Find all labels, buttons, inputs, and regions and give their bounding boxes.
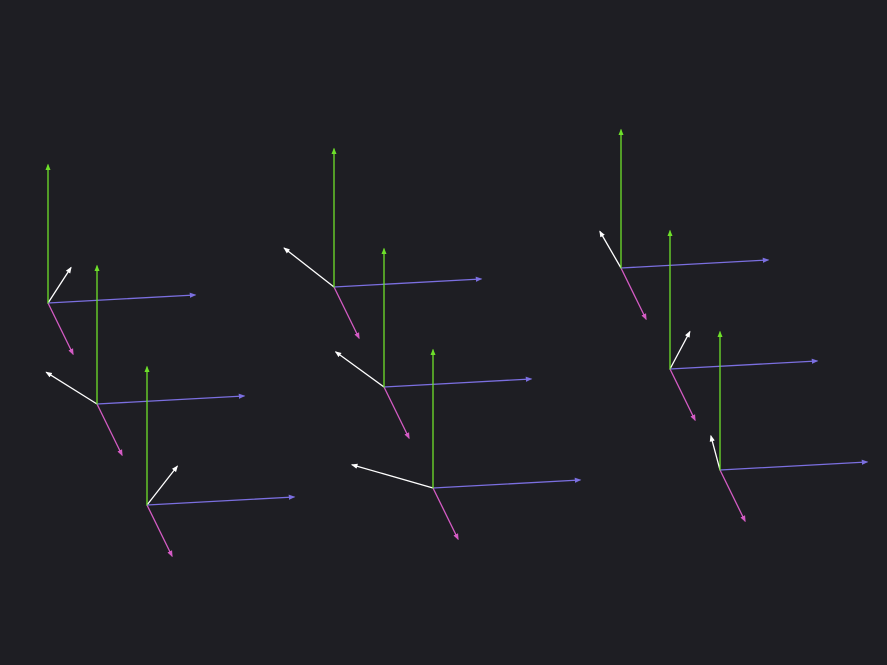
- z-axis: [719, 469, 746, 523]
- frame-1-3: [144, 365, 296, 558]
- z-axis: [383, 386, 410, 440]
- frame-3-2: [667, 229, 819, 422]
- z-axis: [146, 504, 173, 558]
- z-axis: [620, 267, 647, 321]
- frame-2-2: [334, 247, 533, 440]
- direction-vector: [669, 330, 691, 370]
- direction-vector: [599, 230, 622, 269]
- x-axis: [432, 477, 582, 489]
- frame-1-2: [45, 264, 246, 457]
- x-axis: [383, 376, 533, 388]
- direction-vector: [45, 371, 98, 405]
- x-axis: [47, 292, 197, 304]
- direction-vector: [283, 247, 335, 288]
- x-axis: [333, 276, 483, 288]
- direction-vector: [351, 463, 434, 489]
- z-axis: [47, 302, 74, 356]
- x-axis: [719, 459, 869, 471]
- frame-3-1: [599, 128, 770, 321]
- z-axis: [96, 403, 123, 457]
- frame-2-1: [283, 147, 483, 340]
- z-axis: [333, 286, 360, 340]
- z-axis: [432, 487, 459, 541]
- coordinate-frames-group: [45, 128, 869, 558]
- x-axis: [96, 393, 246, 405]
- frame-3-3: [709, 330, 869, 523]
- direction-vector: [334, 351, 385, 388]
- direction-vector: [146, 465, 178, 506]
- x-axis: [620, 257, 770, 269]
- z-axis: [669, 368, 696, 422]
- direction-vector: [709, 434, 721, 471]
- frame-2-3: [351, 348, 582, 541]
- direction-vector: [47, 266, 72, 304]
- frame-1-1: [45, 163, 197, 356]
- x-axis: [146, 494, 296, 506]
- x-axis: [669, 358, 819, 370]
